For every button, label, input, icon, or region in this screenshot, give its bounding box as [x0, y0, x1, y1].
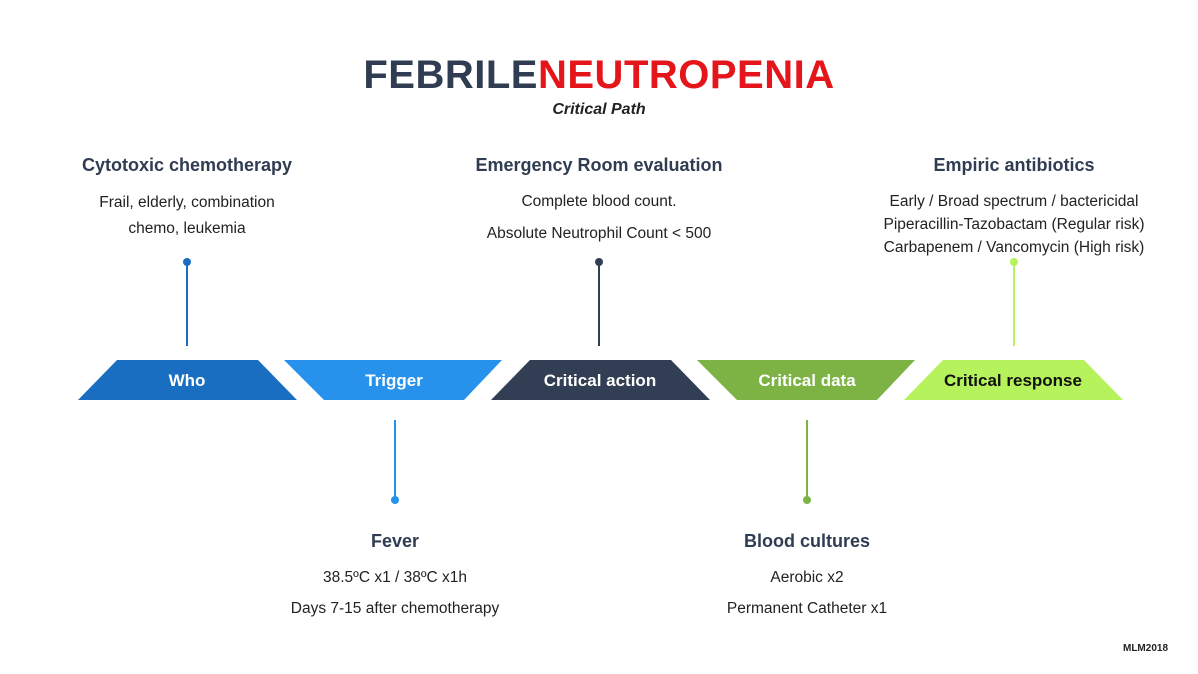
segment-trigger — [284, 360, 502, 400]
block-data-line-1: Aerobic x2 — [770, 569, 844, 586]
connector-dot-action — [595, 258, 603, 266]
page-subtitle: Critical Path — [552, 101, 646, 118]
block-data-heading: Blood cultures — [743, 531, 870, 551]
segment-label-action: Critical action — [544, 371, 656, 390]
block-trigger-line-2: Days 7-15 after chemotherapy — [290, 600, 500, 617]
segment-label-trigger: Trigger — [365, 371, 423, 390]
block-response-line-2: Piperacillin-Tazobactam (Regular risk) — [883, 216, 1145, 233]
page-title: FEBRILENEUTROPENIA — [0, 52, 1198, 98]
signature: MLM2018 — [1122, 643, 1168, 654]
block-data-line-2: Permanent Catheter x1 — [726, 600, 888, 617]
block-action-heading: Emergency Room evaluation — [475, 155, 723, 175]
block-response: Empiric antibiotics Early / Broad spectr… — [854, 155, 1174, 259]
connector-dot-response — [1010, 258, 1018, 266]
connector-dot-who — [183, 258, 191, 266]
title-part-neutropenia: NEUTROPENIA — [537, 53, 835, 97]
connector-dot-data — [803, 496, 811, 504]
block-response-heading: Empiric antibiotics — [933, 155, 1095, 175]
block-who-line-1: Frail, elderly, combination — [99, 194, 275, 211]
block-who: Cytotoxic chemotherapy Frail, elderly, c… — [37, 155, 337, 242]
block-trigger-heading: Fever — [370, 531, 420, 551]
block-data: Blood cultures Aerobic x2 Permanent Cath… — [657, 531, 957, 624]
segment-label-who: Who — [169, 371, 206, 390]
title-part-febrile: FEBRILE — [363, 53, 538, 97]
block-trigger: Fever 38.5ºC x1 / 38ºC x1h Days 7-15 aft… — [245, 531, 545, 624]
segment-response — [904, 360, 1123, 400]
segment-label-data: Critical data — [758, 371, 856, 390]
segment-data — [697, 360, 915, 400]
block-who-line-2: chemo, leukemia — [128, 220, 246, 237]
block-response-line-1: Early / Broad spectrum / bactericidal — [889, 193, 1139, 210]
block-action-line-2: Absolute Neutrophil Count < 500 — [486, 225, 712, 242]
block-response-line-3: Carbapenem / Vancomycin (High risk) — [883, 239, 1145, 256]
segment-label-response: Critical response — [944, 371, 1082, 390]
block-who-heading: Cytotoxic chemotherapy — [81, 155, 293, 175]
connector-dot-trigger — [391, 496, 399, 504]
block-action-line-1: Complete blood count. — [521, 193, 677, 210]
segment-who — [78, 360, 297, 400]
block-trigger-line-1: 38.5ºC x1 / 38ºC x1h — [322, 569, 467, 586]
block-action: Emergency Room evaluation Complete blood… — [439, 155, 759, 250]
segment-action — [491, 360, 710, 400]
